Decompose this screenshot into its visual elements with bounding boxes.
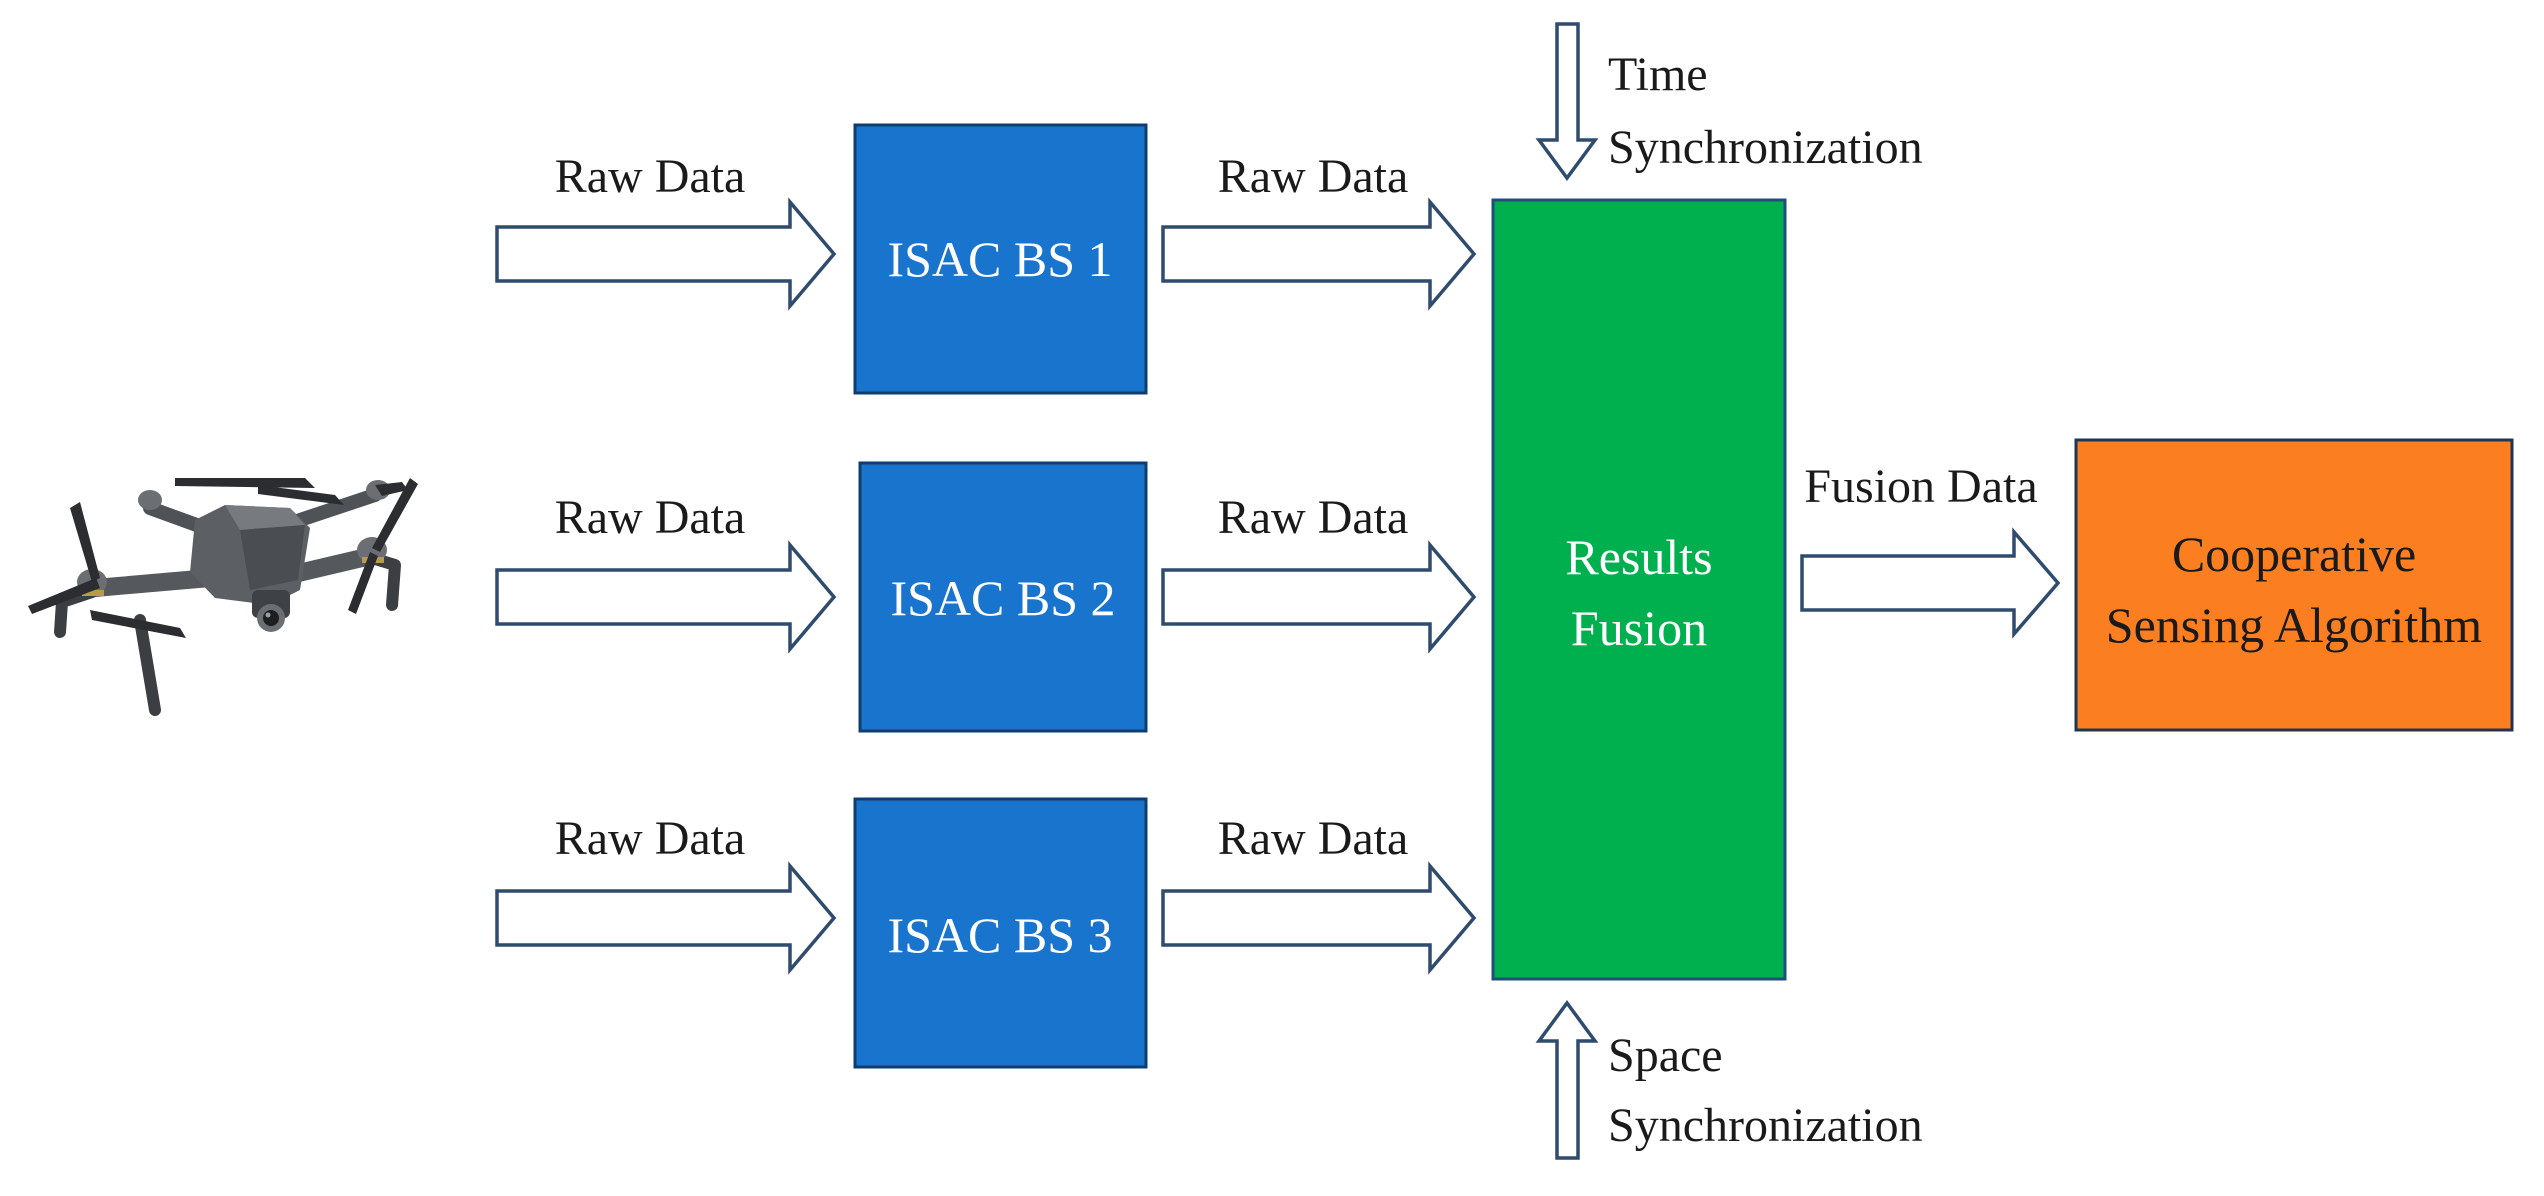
- drone-icon: [28, 478, 418, 716]
- space-sync: Space Synchronization: [1535, 1000, 1923, 1160]
- algorithm-block: Cooperative Sensing Algorithm: [2074, 438, 2514, 732]
- bs-1-label: ISAC BS 1: [887, 231, 1112, 287]
- bs-1-box[interactable]: [853, 123, 1148, 395]
- row-3-input-arrow: [495, 861, 837, 975]
- time-sync-arrow: [1535, 22, 1599, 181]
- space-sync-arrow: [1535, 1000, 1599, 1160]
- bs-3-label: ISAC BS 3: [887, 907, 1112, 963]
- algorithm-box[interactable]: [2074, 438, 2514, 732]
- row-3: Raw Data ISAC BS 3 Raw Data: [495, 797, 1477, 1069]
- fusion-block: Results Fusion: [1491, 198, 1787, 981]
- fusion-output-arrow: [1800, 527, 2061, 639]
- time-sync-line1: Time: [1608, 48, 1708, 101]
- space-sync-line2: Synchronization: [1608, 1099, 1923, 1152]
- row-3-output-label: Raw Data: [1218, 812, 1409, 865]
- bs-2-box[interactable]: [858, 461, 1148, 733]
- results-fusion-box[interactable]: [1491, 198, 1787, 981]
- row-3-input-label: Raw Data: [555, 812, 746, 865]
- fusion-line1: Results: [1565, 529, 1712, 585]
- row-1-input-label: Raw Data: [555, 150, 746, 203]
- row-2-input-arrow: [495, 540, 837, 654]
- row-1: Raw Data ISAC BS 1 Raw Data: [495, 123, 1477, 395]
- row-2-output-label: Raw Data: [1218, 491, 1409, 544]
- space-sync-line1: Space: [1608, 1029, 1723, 1082]
- fusion-line2: Fusion: [1571, 600, 1707, 656]
- row-2-input-label: Raw Data: [555, 491, 746, 544]
- bs-2-label: ISAC BS 2: [890, 570, 1115, 626]
- row-3-output-arrow: [1161, 861, 1477, 975]
- fusion-output-label: Fusion Data: [1804, 460, 2037, 513]
- time-sync: Time Synchronization: [1535, 22, 1923, 181]
- time-sync-line2: Synchronization: [1608, 121, 1923, 174]
- fusion-output: Fusion Data: [1800, 460, 2061, 639]
- row-1-output-label: Raw Data: [1218, 150, 1409, 203]
- row-1-output-arrow: [1161, 197, 1477, 311]
- algorithm-line1: Cooperative: [2172, 526, 2416, 582]
- bs-3-box[interactable]: [853, 797, 1148, 1069]
- row-2: Raw Data ISAC BS 2 Raw Data: [495, 461, 1477, 733]
- row-1-input-arrow: [495, 197, 837, 311]
- row-2-output-arrow: [1161, 540, 1477, 654]
- algorithm-line2: Sensing Algorithm: [2106, 597, 2483, 653]
